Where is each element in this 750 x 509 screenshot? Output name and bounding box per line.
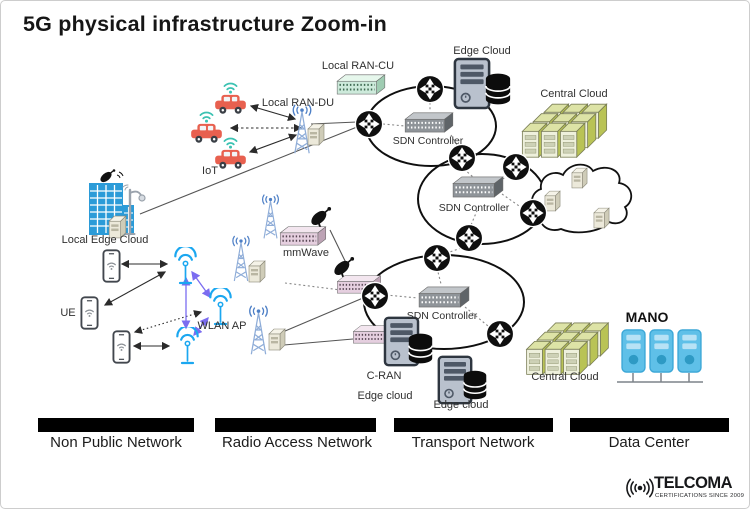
- mano-label: MANO: [625, 309, 669, 325]
- cloud-node-icon: [571, 167, 588, 189]
- logo-tagline-text: CERTIFICATIONS SINCE 2009: [655, 493, 745, 499]
- iot-car-icon: [215, 149, 246, 169]
- access-links: [103, 104, 303, 351]
- rooftop-dish-icon: [100, 169, 124, 183]
- local-ran-cu-label: Local RAN-CU: [321, 60, 395, 72]
- central-cloud-stack-icon: [527, 323, 609, 374]
- ue-phone-icon: [80, 296, 99, 330]
- mano-server-icon: [649, 329, 674, 373]
- ran-du-equipment-icon: [307, 123, 325, 146]
- mmwave-switch-icon: [279, 225, 327, 246]
- sdn-controller-1-label: SDN Controller: [392, 135, 464, 147]
- cloud-node-icon: [593, 207, 610, 229]
- sdn-controller-3-label: SDN Controller: [406, 310, 478, 322]
- backhaul-lines: [139, 121, 364, 346]
- ue-phone-icon: [112, 330, 131, 364]
- section-label-radio-access-network: Radio Access Network: [221, 434, 373, 451]
- central-cloud-bottom-label: Central Cloud: [531, 371, 599, 383]
- iot-label: IoT: [202, 165, 218, 177]
- router-icon: [361, 282, 388, 309]
- sdn-controller-icon: [418, 285, 470, 308]
- section-bar-non-public-network: [38, 418, 194, 432]
- page-title: 5G physical infrastructure Zoom-in: [23, 12, 388, 36]
- cell-tower-icon: [232, 235, 250, 282]
- c-ran-label: C-RAN: [366, 370, 402, 382]
- wlan-ap-icon: [176, 327, 199, 365]
- local-edge-cloud-label: Local Edge Cloud: [61, 234, 149, 246]
- sdn-controller-icon: [404, 111, 454, 133]
- edge-cloud-server-icon: [453, 57, 491, 110]
- iot-car-icon: [191, 123, 222, 143]
- central-cloud-top-label: Central Cloud: [540, 88, 608, 100]
- router-icon: [455, 224, 482, 251]
- section-bar-data-center: [570, 418, 729, 432]
- router-icon: [502, 153, 529, 180]
- ue-label: UE: [60, 307, 76, 319]
- smart-lamp-icon: [122, 184, 146, 236]
- section-bar-radio-access-network: [215, 418, 376, 432]
- mmwave-label: mmWave: [282, 247, 330, 259]
- sdn-controller-icon: [452, 175, 504, 198]
- edge-cloud-top-label: Edge Cloud: [453, 45, 511, 57]
- wifi-signal-icon: [223, 137, 238, 149]
- edge-cloud-bottom-label: Edge cloud: [433, 399, 489, 411]
- wlan-ap-label: WLAN AP: [197, 320, 247, 332]
- telcoma-logo-icon: [626, 478, 654, 498]
- wlan-ap-icon: [174, 247, 197, 285]
- edge-cloud-db-icon: [462, 369, 488, 401]
- edge-cloud-db-icon: [485, 72, 511, 106]
- iot-car-icon: [215, 94, 246, 114]
- c-ran-edge-cloud-label: Edge cloud: [357, 390, 413, 402]
- mano-server-icon: [677, 329, 702, 373]
- mano-server-icon: [621, 329, 646, 373]
- ran-cu-switch-icon: [336, 73, 386, 95]
- cell-tower-icon: [261, 194, 280, 240]
- wifi-signal-icon: [199, 111, 214, 123]
- logo-brand-text: TELCOMA: [654, 474, 733, 492]
- router-icon: [519, 199, 546, 226]
- central-cloud-stack-icon: [522, 104, 606, 157]
- wifi-signal-icon: [223, 82, 238, 94]
- router-icon: [416, 75, 443, 102]
- section-bar-transport-network: [394, 418, 553, 432]
- mmwave-dish-icon: [308, 206, 332, 230]
- wlan-ap-icon: [209, 288, 232, 326]
- tower-equipment-icon: [248, 260, 266, 283]
- local-ran-du-label: Local RAN-DU: [261, 97, 335, 109]
- router-icon: [448, 144, 475, 171]
- tower-equipment-icon: [268, 328, 286, 351]
- ue-phone-icon: [102, 249, 121, 283]
- section-label-non-public-network: Non Public Network: [50, 434, 182, 451]
- c-ran-db-icon: [407, 332, 434, 365]
- router-icon: [486, 320, 513, 347]
- cloud-node-icon: [544, 190, 561, 212]
- mano-bus: [617, 373, 703, 383]
- section-label-transport-network: Transport Network: [411, 434, 535, 451]
- cell-tower-icon: [249, 305, 268, 355]
- router-icon: [355, 110, 382, 137]
- sdn-controller-2-label: SDN Controller: [438, 202, 510, 214]
- router-icon: [423, 244, 450, 271]
- section-label-data-center: Data Center: [608, 434, 690, 451]
